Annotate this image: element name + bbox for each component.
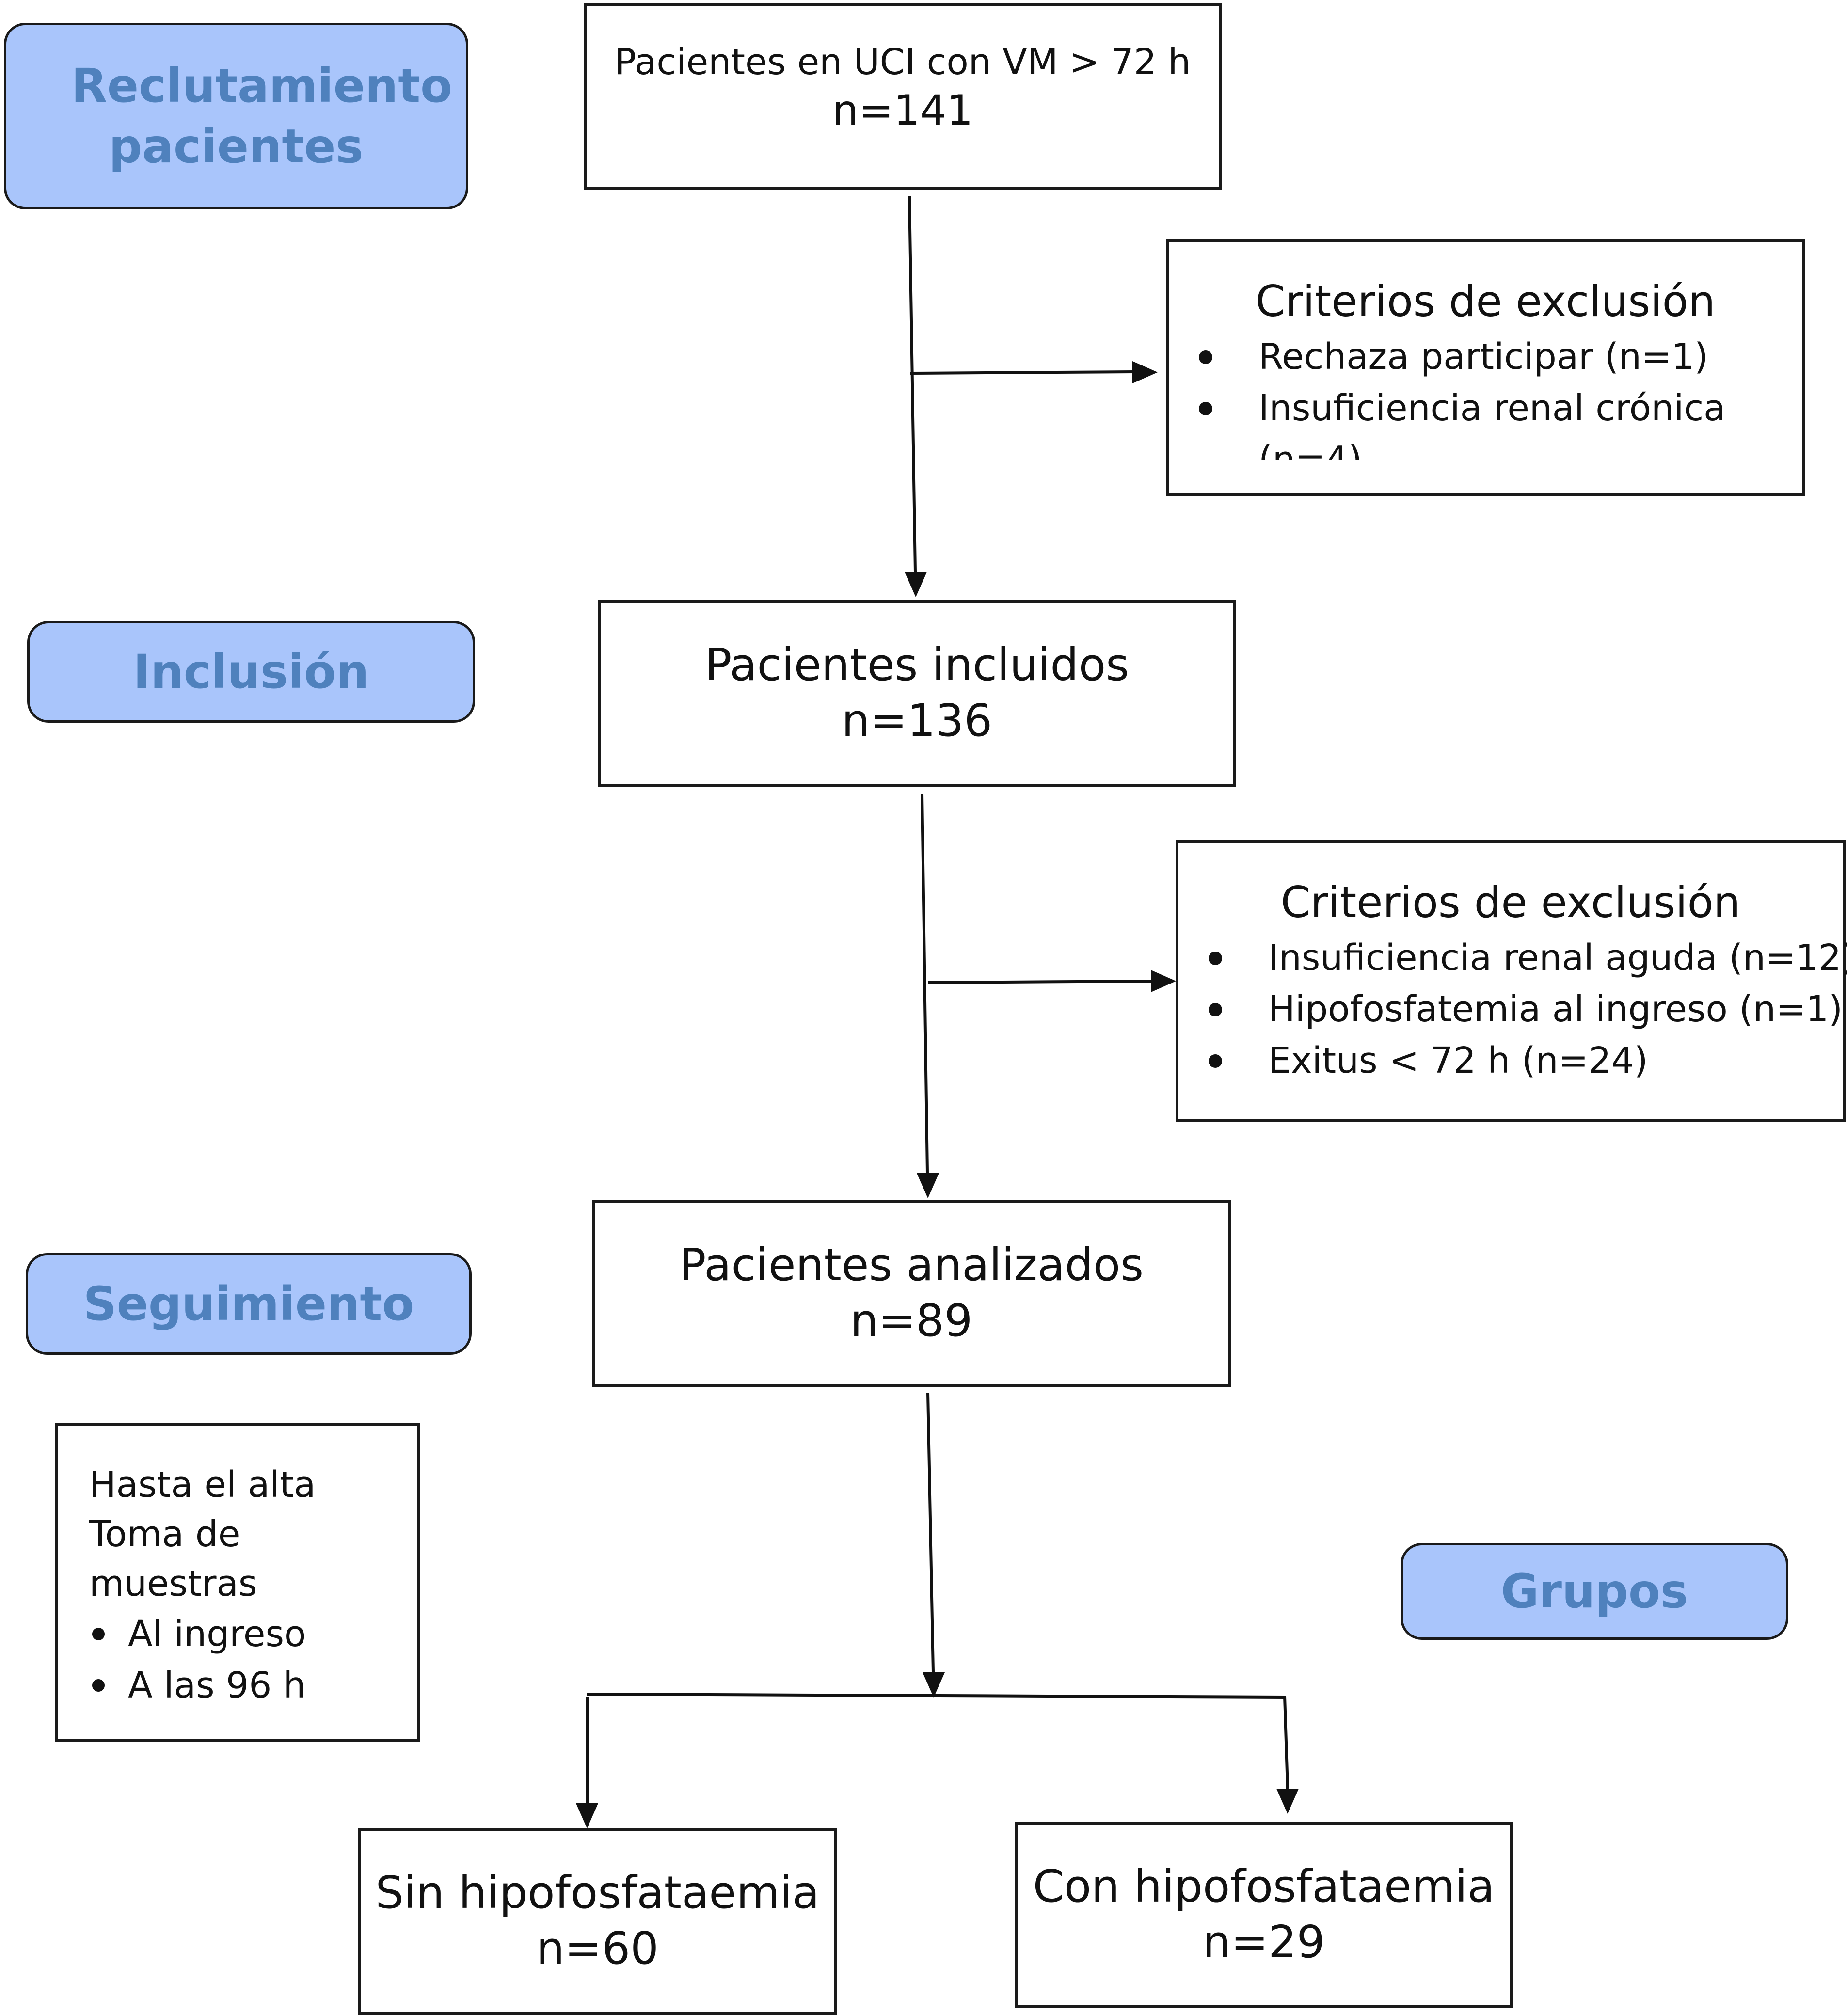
stage-label-groups: Grupos — [1401, 1543, 1788, 1640]
stage-label-inclusion: Inclusión — [27, 621, 475, 723]
exclusion-criteria-box-2: Criterios de exclusión Insuficiencia ren… — [1176, 840, 1847, 1122]
arrowhead-exclusion-1 — [1132, 361, 1158, 383]
list-item: Hipofosfatemia al ingreso (n=1) — [1178, 984, 1843, 1035]
list-item: Insuficiencia renal aguda (n=12) — [1178, 932, 1847, 984]
analyzed-title: Pacientes analizados — [679, 1239, 1144, 1291]
arrowhead-exclusion-2 — [1151, 970, 1176, 992]
bullet-icon — [1199, 350, 1212, 364]
exclusion-1-list: Rechaza participar (n=1) Insuficiencia r… — [1169, 331, 1802, 460]
bullet-icon — [1209, 1054, 1222, 1068]
split-line — [587, 1693, 1285, 1699]
followup-item-text: Al ingreso — [128, 1613, 306, 1655]
without-count: n=60 — [536, 1922, 659, 1974]
without-hypophosphatemia-box: Sin hipofosfataemia n=60 — [358, 1828, 837, 2015]
followup-line: muestras — [89, 1563, 257, 1604]
list-item: Insuficiencia renal crónica — [1169, 382, 1802, 434]
bullet-icon — [1209, 951, 1222, 965]
recruited-patients-box: Pacientes en UCI con VM > 72 h n=141 — [584, 3, 1222, 190]
exclusion-criteria-box-1: Criterios de exclusión Rechaza participa… — [1166, 239, 1805, 496]
analyzed-count: n=89 — [850, 1295, 973, 1347]
stage-label-recruitment: Reclutamiento pacientes — [4, 23, 468, 209]
analyzed-patients-box: Pacientes analizados n=89 — [592, 1200, 1231, 1387]
followup-item-text: A las 96 h — [128, 1665, 306, 1706]
exclusion-2-item-text: Exitus < 72 h (n=24) — [1268, 1039, 1648, 1081]
recruited-count: n=141 — [832, 86, 973, 135]
stage-label-followup-text: Seguimiento — [83, 1276, 414, 1331]
with-title: Con hipofosfataemia — [1033, 1860, 1495, 1912]
list-item: A las 96 h — [89, 1660, 417, 1711]
exclusion-1-item-text: Rechaza participar (n=1) — [1258, 335, 1708, 378]
arrowhead-without — [576, 1803, 598, 1828]
list-item: Exitus < 72 h (n=24) — [1178, 1035, 1843, 1086]
list-item-continuation: (n=4) — [1169, 434, 1802, 460]
arrowhead-included — [905, 572, 927, 597]
exclusion-1-item-text: (n=4) — [1258, 438, 1362, 460]
exclusion-1-title: Criterios de exclusión — [1255, 276, 1716, 326]
arrowhead-split — [923, 1672, 945, 1698]
arrowhead-analyzed — [917, 1173, 939, 1198]
arrow-recruit-to-included — [908, 196, 917, 572]
followup-notes-box: Hasta el alta Toma de muestras Al ingres… — [55, 1423, 420, 1742]
included-count: n=136 — [842, 695, 992, 746]
included-patients-box: Pacientes incluidos n=136 — [598, 600, 1236, 787]
stage-label-followup: Seguimiento — [26, 1253, 472, 1355]
arrow-included-to-analyzed — [921, 793, 929, 1174]
arrowhead-with — [1276, 1789, 1299, 1814]
stage-label-recruitment-text: Reclutamiento pacientes — [71, 58, 453, 174]
list-item: Rechaza participar (n=1) — [1169, 331, 1802, 382]
stage-label-groups-text: Grupos — [1500, 1564, 1688, 1619]
followup-list: Al ingreso A las 96 h — [89, 1608, 417, 1711]
arrow-to-exclusion-1 — [910, 370, 1135, 375]
with-count: n=29 — [1202, 1916, 1325, 1968]
arrow-to-exclusion-2 — [927, 980, 1153, 984]
list-item: Al ingreso — [89, 1608, 417, 1660]
followup-line: Hasta el alta — [89, 1464, 316, 1506]
bullet-icon — [1209, 1002, 1222, 1016]
without-title: Sin hipofosfataemia — [375, 1867, 820, 1919]
bullet-icon — [92, 1628, 105, 1640]
exclusion-2-item-text: Hipofosfatemia al ingreso (n=1) — [1268, 988, 1843, 1030]
arrow-analyzed-to-split — [926, 1392, 935, 1673]
included-title: Pacientes incluidos — [704, 639, 1130, 691]
followup-line: Toma de — [89, 1513, 240, 1555]
arrow-to-with — [1283, 1696, 1289, 1789]
exclusion-2-list: Insuficiencia renal aguda (n=12) Hipofos… — [1178, 932, 1847, 1086]
stage-label-inclusion-text: Inclusión — [133, 644, 369, 699]
with-hypophosphatemia-box: Con hipofosfataemia n=29 — [1015, 1822, 1513, 2008]
exclusion-2-item-text: Insuficiencia renal aguda (n=12) — [1268, 937, 1847, 979]
bullet-icon — [1199, 401, 1212, 415]
exclusion-1-item-text: Insuficiencia renal crónica — [1258, 387, 1726, 429]
exclusion-2-title: Criterios de exclusión — [1280, 877, 1741, 927]
recruited-title: Pacientes en UCI con VM > 72 h — [614, 41, 1191, 83]
bullet-icon — [92, 1679, 105, 1692]
